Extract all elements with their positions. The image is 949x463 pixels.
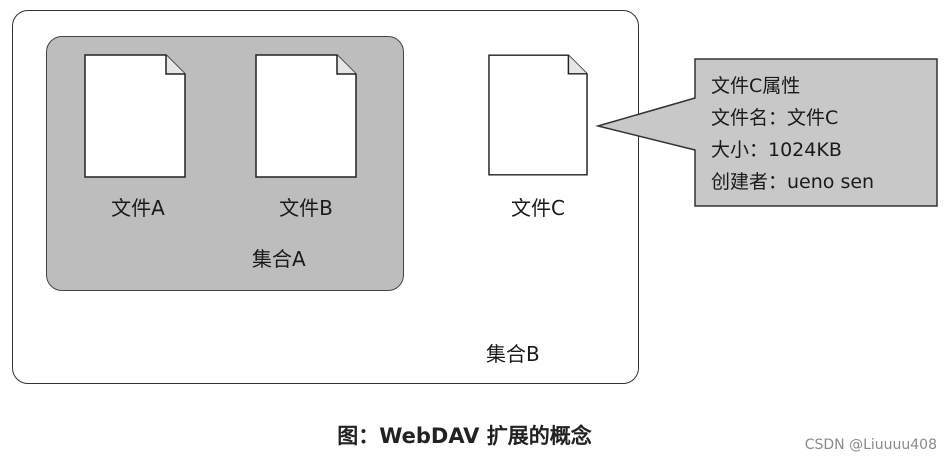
properties-callout (595, 58, 938, 207)
callout-line-filename: 文件名：文件C (711, 107, 839, 129)
file-a-icon (84, 54, 186, 178)
collection-b-label: 集合B (486, 342, 540, 366)
properties-callout-text: 文件C属性 文件名：文件C 大小：1024KB 创建者：ueno sen (711, 70, 931, 198)
file-b-icon (255, 54, 357, 178)
figure-caption: 图：WebDAV 扩展的概念 (337, 424, 592, 448)
callout-title: 文件C属性 (711, 75, 801, 97)
callout-line-size: 大小：1024KB (711, 139, 842, 161)
file-a-label: 文件A (111, 196, 165, 220)
collection-a-label: 集合A (252, 247, 306, 271)
callout-line-creator: 创建者：ueno sen (711, 171, 875, 193)
file-c-label: 文件C (511, 196, 565, 220)
file-b-label: 文件B (279, 196, 333, 220)
file-c-icon (488, 54, 588, 176)
watermark-text: CSDN @Liuuuu408 (804, 437, 937, 453)
